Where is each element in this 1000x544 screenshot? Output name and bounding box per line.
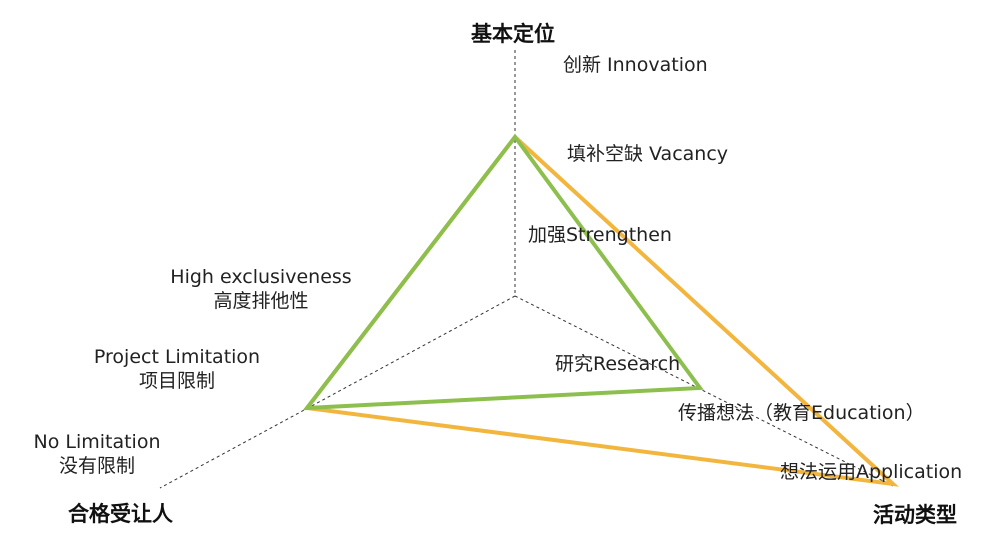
strengthen-label: 加强Strengthen (528, 224, 672, 246)
orange-triangle (303, 134, 900, 487)
no-limitation-label: No Limitation 没有限制 (28, 430, 166, 478)
left-axis-line (159, 295, 516, 489)
project-limitation-label: Project Limitation 项目限制 (90, 345, 264, 393)
left-axis-title: 合格受让人 (68, 502, 173, 526)
top-axis-title: 基本定位 (471, 22, 555, 46)
high-exclusiveness-label: High exclusiveness 高度排他性 (168, 265, 354, 313)
education-label: 传播想法（教育Education） (678, 402, 925, 424)
no-limitation-zh: 没有限制 (58, 455, 135, 477)
high-exclusiveness-en: High exclusiveness (170, 266, 352, 288)
no-limitation-en: No Limitation (33, 431, 161, 453)
green-triangle (302, 133, 704, 411)
innovation-label: 创新 Innovation (563, 54, 708, 76)
vacancy-label: 填补空缺 Vacancy (567, 143, 729, 165)
right-axis-title: 活动类型 (873, 503, 957, 527)
application-label: 想法运用Application (780, 461, 963, 483)
project-limitation-zh: 项目限制 (138, 370, 215, 392)
high-exclusiveness-zh: 高度排他性 (213, 290, 309, 312)
right-axis-line (514, 295, 894, 487)
project-limitation-en: Project Limitation (93, 346, 261, 368)
research-label: 研究Research (555, 353, 681, 375)
